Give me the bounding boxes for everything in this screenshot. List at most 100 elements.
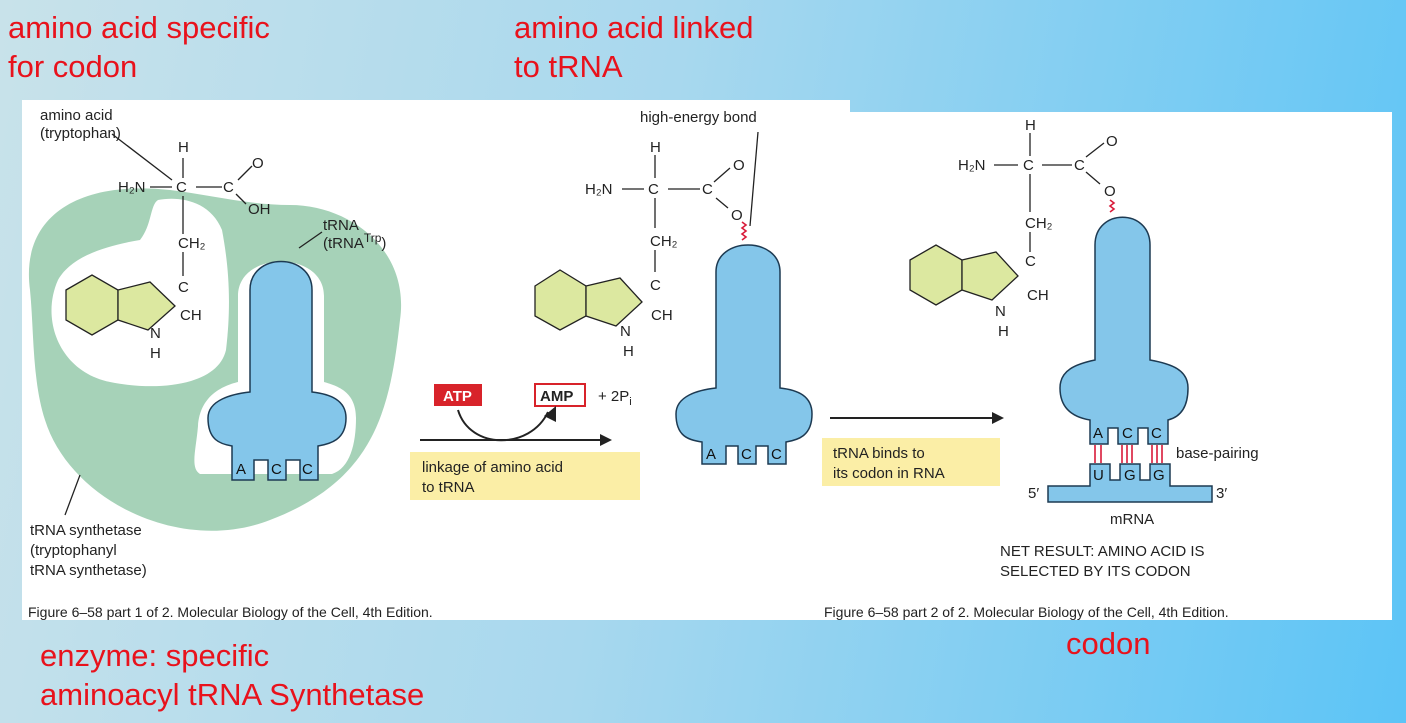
net-result-text: NET RESULT: AMINO ACID IS <box>1000 543 1205 560</box>
atom-H2N: H₂N <box>585 181 613 198</box>
indole-ring-2 <box>534 269 587 331</box>
label-line: for codon <box>8 49 138 84</box>
trna-molecule-3 <box>1059 216 1189 445</box>
amp-box <box>534 383 586 407</box>
indole-pentagon-2 <box>585 277 643 327</box>
atp-label: ATP <box>443 388 472 405</box>
figure-caption-1: Figure 6–58 part 1 of 2. Molecular Biolo… <box>28 604 433 620</box>
atom-H: H <box>998 323 1009 340</box>
indole-pentagon-3 <box>961 251 1019 301</box>
trna-label: tRNA <box>323 217 359 234</box>
label-line: to tRNA <box>514 49 623 84</box>
atom-O: O <box>1104 183 1116 200</box>
atom-C: C <box>1074 157 1085 174</box>
label-enzyme: enzyme: specific aminoacyl tRNA Syntheta… <box>40 636 424 714</box>
label-line: enzyme: specific <box>40 638 270 673</box>
base-U: U <box>1093 467 1104 484</box>
atom-CH: CH <box>1027 287 1049 304</box>
reaction-curve-arrow <box>457 409 549 442</box>
atom-CH: CH <box>651 307 673 324</box>
label-amino-acid-linked: amino acid linked to tRNA <box>514 8 754 86</box>
atom-H: H <box>150 345 161 362</box>
atom-C: C <box>702 181 713 198</box>
amino-acid-label: amino acid <box>40 107 113 124</box>
trna-molecule-1 <box>207 260 347 481</box>
atom-N: N <box>150 325 161 342</box>
label-amino-acid-specific: amino acid specific for codon <box>8 8 270 86</box>
atom-H: H <box>623 343 634 360</box>
base-C: C <box>271 461 282 478</box>
high-energy-bond-zigzag <box>740 221 748 241</box>
amp-label: AMP <box>540 388 573 405</box>
step-box-1 <box>410 452 640 500</box>
atom-N: N <box>620 323 631 340</box>
atom-O: O <box>733 157 745 174</box>
base-C: C <box>1151 425 1162 442</box>
step-box-1-text: linkage of amino acid <box>422 459 563 476</box>
atom-CH: CH <box>180 307 202 324</box>
base-A: A <box>1093 425 1103 442</box>
reaction-arrowhead <box>600 434 612 446</box>
base-C: C <box>741 446 752 463</box>
synthetase-label: tRNA synthetase) <box>30 562 147 579</box>
net-result-text: SELECTED BY ITS CODON <box>1000 563 1191 580</box>
atom-N: N <box>995 303 1006 320</box>
indole-ring-3 <box>909 244 963 306</box>
atp-box <box>434 384 482 406</box>
base-A: A <box>236 461 246 478</box>
atom-CH2: CH₂ <box>650 233 678 250</box>
atom-CH2: CH₂ <box>1025 215 1053 232</box>
high-energy-bond-pointer <box>749 131 759 227</box>
curve-arrowhead <box>544 406 556 422</box>
atom-OH: OH <box>248 201 271 218</box>
step-box-2-text: its codon in RNA <box>833 465 945 482</box>
atom-C: C <box>176 179 187 196</box>
step-box-1-text: to tRNA <box>422 479 475 496</box>
atom-C: C <box>178 279 189 296</box>
synthetase-label: (tryptophanyl <box>30 542 117 559</box>
trna-molecule-2 <box>675 244 813 465</box>
pi-label: + 2Pi <box>598 388 632 408</box>
mrna-strand <box>1047 463 1213 503</box>
atom-C: C <box>1023 157 1034 174</box>
amino-acid-label: (tryptophan) <box>40 125 121 142</box>
synthetase-label: tRNA synthetase <box>30 522 142 539</box>
atom-CH2: CH₂ <box>178 235 206 252</box>
base-G: G <box>1124 467 1136 484</box>
five-prime-label: 5′ <box>1028 485 1039 502</box>
atom-C: C <box>648 181 659 198</box>
step-box-2-text: tRNA binds to <box>833 445 925 462</box>
atom-H2N: H₂N <box>118 179 146 196</box>
base-pairing-label: base-pairing <box>1176 445 1259 462</box>
mrna-label: mRNA <box>1110 511 1154 528</box>
base-G: G <box>1153 467 1165 484</box>
label-line: aminoacyl tRNA Synthetase <box>40 677 425 712</box>
anticodon-bases-1: A C C <box>236 461 313 478</box>
atom-C: C <box>223 179 234 196</box>
label-codon: codon <box>1066 626 1151 661</box>
atom-H: H <box>178 139 189 156</box>
base-C: C <box>1122 425 1133 442</box>
trna-label: (tRNATrp) <box>323 231 386 252</box>
base-C: C <box>302 461 313 478</box>
atom-H: H <box>650 139 661 156</box>
atom-C: C <box>1025 253 1036 270</box>
atom-H2N: H₂N <box>958 157 986 174</box>
three-prime-label: 3′ <box>1216 485 1227 502</box>
atom-O: O <box>731 207 743 224</box>
high-energy-bond-zigzag-2 <box>1108 199 1116 213</box>
base-A: A <box>706 446 716 463</box>
indole-pentagon-1 <box>117 281 176 331</box>
base-C: C <box>771 446 782 463</box>
figure-caption-2: Figure 6–58 part 2 of 2. Molecular Biolo… <box>824 604 1229 620</box>
atom-C: C <box>650 277 661 294</box>
step-box-2 <box>822 438 1000 486</box>
atom-O: O <box>252 155 264 172</box>
base-pairing-lines <box>1094 445 1163 463</box>
label-line: amino acid specific <box>8 10 270 45</box>
atom-O: O <box>1106 133 1118 150</box>
label-line: amino acid linked <box>514 10 754 45</box>
atom-H: H <box>1025 117 1036 134</box>
binding-arrowhead <box>992 412 1004 424</box>
